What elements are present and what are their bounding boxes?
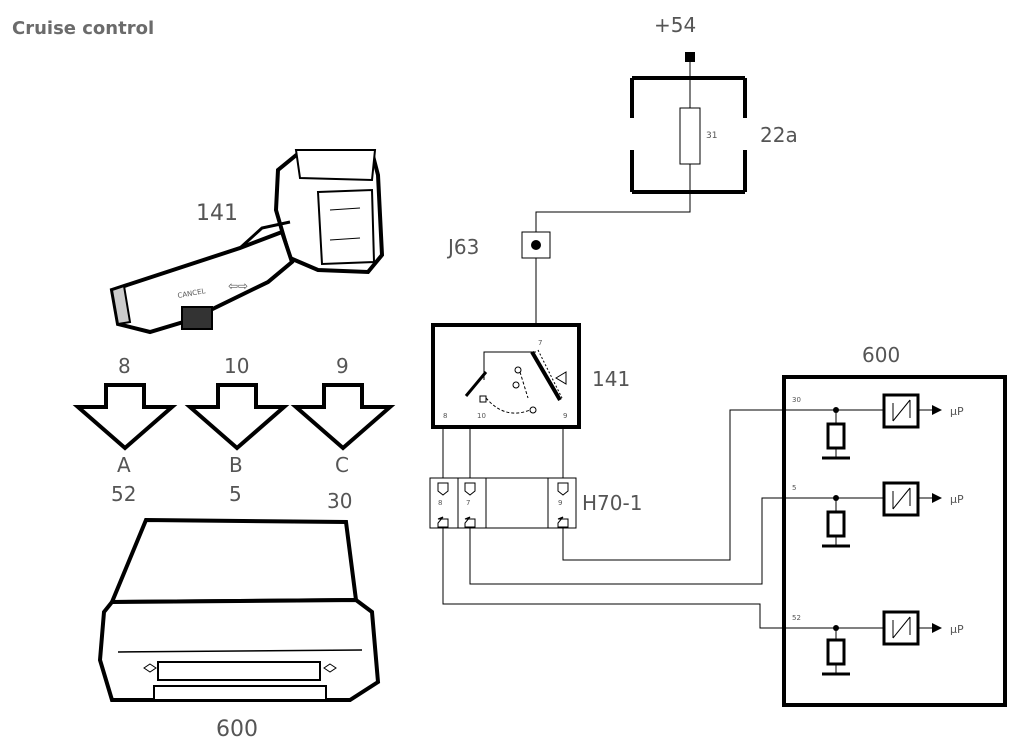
fuse-box-label: 22a [760, 123, 798, 147]
switch-pin-7: 7 [538, 339, 542, 347]
fuse-box-22a: 31 [630, 76, 747, 194]
supply-label: +54 [654, 13, 696, 37]
stalk-switch-illustration: CANCEL ⇦⇨ [109, 149, 385, 335]
ecu-pin-52: 52 [792, 614, 801, 622]
supply-terminal [685, 52, 695, 62]
ecu-input-stage-1: µP [784, 393, 964, 460]
arrow-b [184, 383, 290, 451]
ecu-output-1: µP [950, 405, 964, 418]
wiring-schematic: +54 31 22a J63 7 [429, 13, 1007, 707]
page-title: Cruise control [12, 18, 155, 39]
arrow-pin-8: 8 [118, 354, 131, 378]
arrow-pin-9: 9 [336, 354, 349, 378]
switch-pin-8: 8 [443, 412, 447, 420]
arrow-target-52: 52 [111, 482, 136, 506]
ecu-label-bottom: 600 [216, 717, 258, 742]
switch-pin-9: 9 [563, 412, 567, 420]
switch-label-left: 141 [196, 201, 238, 226]
ecu-output-2: µP [950, 493, 964, 506]
arrow-letter-b: B [229, 453, 243, 477]
ecu-input-stage-3: µP [784, 610, 964, 676]
pin-mapping-arrows: 8 10 9 A B C 52 5 30 [72, 354, 396, 513]
ecu-label: 600 [862, 343, 900, 367]
arrow-pin-10: 10 [224, 354, 249, 378]
connector-pin-7: 7 [466, 499, 470, 507]
junction-label: J63 [446, 235, 479, 259]
fuse-pin-label: 31 [706, 131, 717, 141]
arrow-c [290, 383, 396, 451]
fuse-element [679, 107, 701, 165]
connector-h70-1: 8 7 9 [429, 477, 577, 529]
ecu-pin-30: 30 [792, 396, 801, 404]
switch-141-label: 141 [592, 367, 630, 391]
arrow-letter-c: C [335, 453, 349, 477]
ecu-illustration [97, 517, 381, 702]
arrow-letter-a: A [117, 453, 131, 477]
switch-141-box: 7 8 10 9 [431, 323, 581, 429]
connector-pin-8: 8 [438, 499, 442, 507]
arrow-target-30: 30 [327, 489, 352, 513]
connector-pin-9: 9 [558, 499, 562, 507]
ecu-output-3: µP [950, 623, 964, 636]
ecu-600-box [782, 375, 1007, 707]
connector-label: H70-1 [582, 491, 642, 515]
ecu-input-stage-2: µP [784, 481, 964, 548]
switch-pin-10: 10 [477, 412, 486, 420]
ecu-pin-5: 5 [792, 484, 796, 492]
svg-text:⇦⇨: ⇦⇨ [228, 279, 248, 293]
arrow-target-5: 5 [229, 482, 242, 506]
arrow-a [72, 383, 178, 451]
